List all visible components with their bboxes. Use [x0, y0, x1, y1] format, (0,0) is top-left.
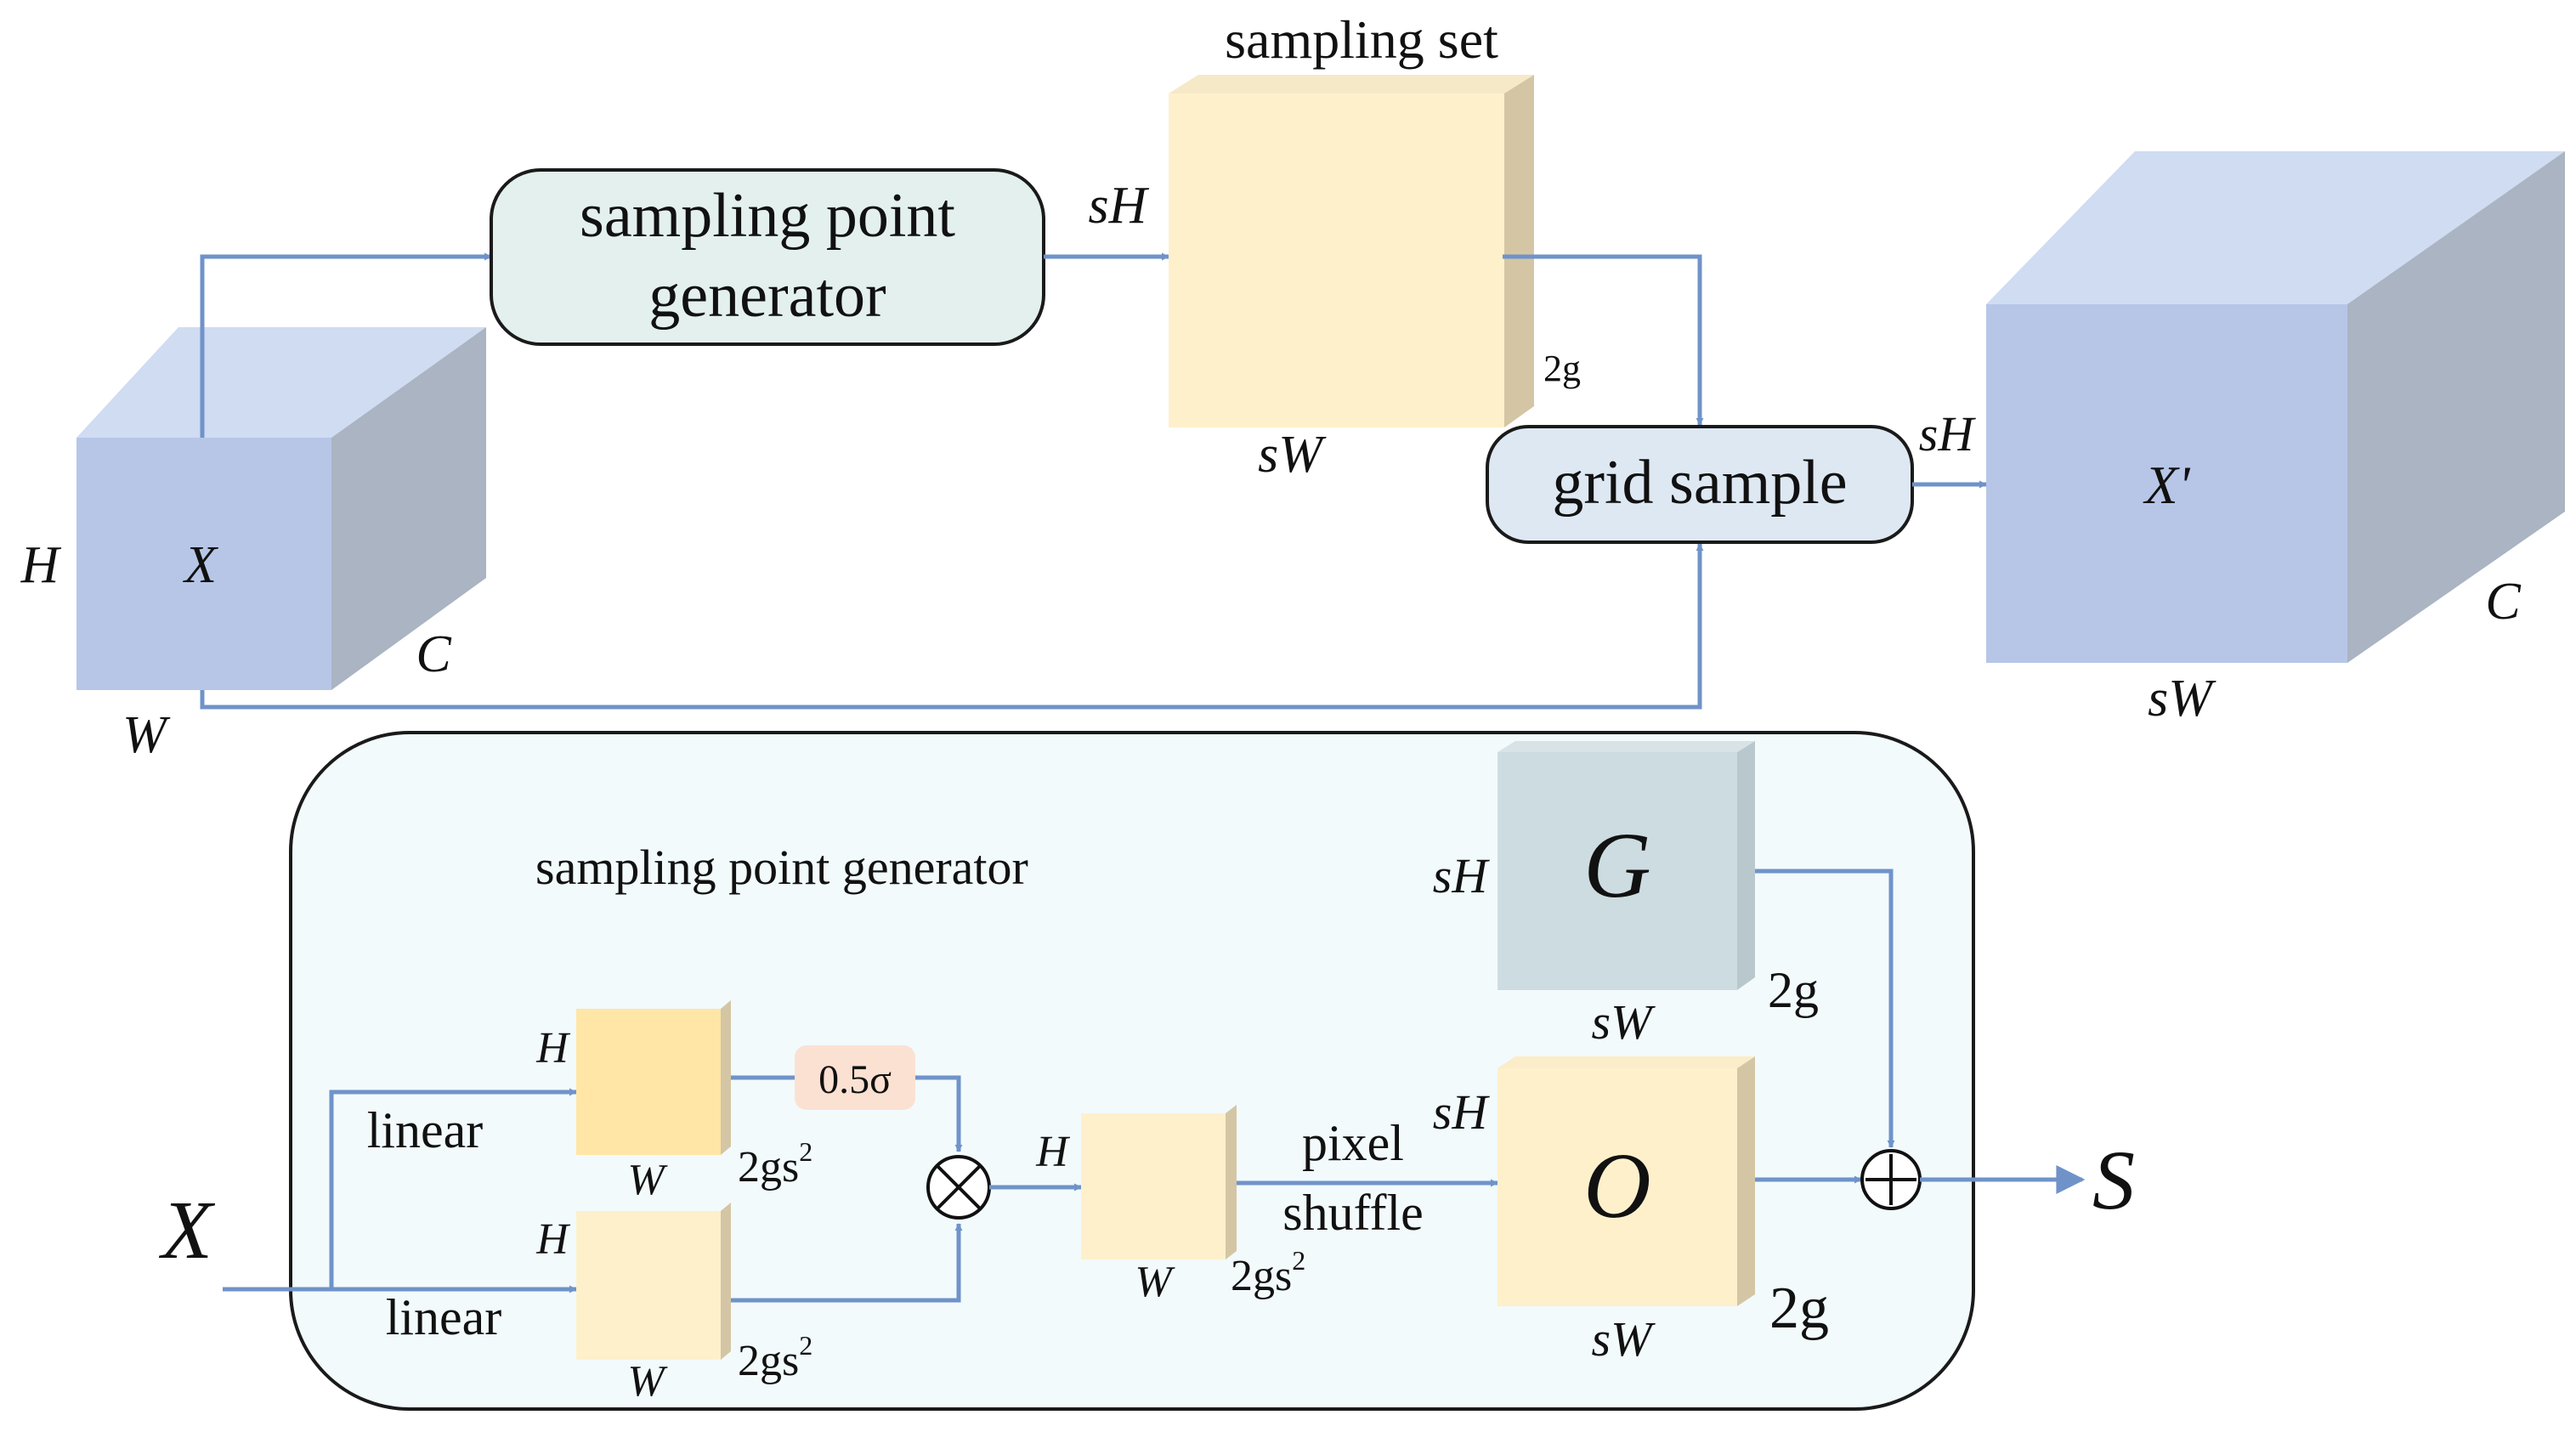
linear-bottom-label: linear — [386, 1289, 502, 1345]
o-block — [1497, 1056, 1755, 1306]
sigma-box — [795, 1045, 915, 1110]
arrow-block-b-to-multiply — [731, 1223, 963, 1303]
arrow-sigma-to-multiply — [915, 1075, 963, 1152]
generator-box-line1: sampling point — [580, 181, 955, 251]
sigma-label: 0.5σ — [818, 1057, 892, 1102]
pixel-shuffle-line1: pixel — [1302, 1115, 1404, 1171]
block-a — [576, 1000, 731, 1155]
multiply-cross-2 — [936, 1164, 982, 1210]
block-b-h-label: H — [535, 1215, 570, 1264]
g-h-label: sH — [1433, 848, 1491, 903]
sampling-set-c-label: 2g — [1543, 348, 1581, 389]
o-w-label: sW — [1592, 1311, 1656, 1367]
block-c — [1081, 1105, 1237, 1259]
g-c-label: 2g — [1768, 962, 1819, 1018]
block-b-c-label: 2gs2 — [738, 1330, 812, 1385]
o-c-label: 2g — [1769, 1276, 1829, 1341]
block-b-w-label: W — [627, 1357, 668, 1406]
block-c-c-label: 2gs2 — [1231, 1245, 1305, 1300]
sampling-set-title: sampling set — [1225, 9, 1498, 70]
g-label: G — [1583, 813, 1650, 917]
block-a-h-label: H — [535, 1024, 570, 1073]
o-h-label: sH — [1433, 1084, 1491, 1140]
output-label: X' — [2143, 455, 2191, 515]
g-block — [1497, 741, 1755, 990]
g-w-label: sW — [1592, 994, 1656, 1050]
pixel-shuffle-line2: shuffle — [1282, 1185, 1424, 1241]
generator-box-line2: generator — [648, 261, 886, 331]
generator-panel-title: sampling point generator — [535, 840, 1028, 895]
generator-output-label: S — [2092, 1133, 2135, 1227]
input-cube — [76, 327, 486, 690]
o-label: O — [1583, 1134, 1650, 1237]
input-w-label: W — [122, 706, 171, 764]
linear-top-label: linear — [367, 1102, 484, 1158]
block-c-w-label: W — [1135, 1258, 1175, 1306]
block-c-h-label: H — [1035, 1128, 1070, 1176]
sampling-set-block — [1169, 75, 1534, 427]
arrow-linear-top — [329, 1088, 577, 1289]
block-a-c-label: 2gs2 — [738, 1136, 812, 1191]
output-c-label: C — [2485, 573, 2521, 631]
input-h-label: H — [20, 536, 62, 594]
arrow-x-to-grid — [200, 543, 1704, 710]
generator-input-label: X — [158, 1185, 216, 1276]
grid-sample-h-label: sH — [1919, 406, 1977, 461]
block-a-w-label: W — [627, 1156, 668, 1204]
sampling-set-w-label: sW — [1258, 426, 1327, 484]
input-c-label: C — [416, 625, 451, 683]
input-label: X — [182, 536, 218, 594]
output-w-label: sW — [2148, 670, 2216, 727]
sampling-set-h-label: sH — [1089, 177, 1150, 235]
output-cube — [1986, 151, 2565, 663]
grid-sample-label: grid sample — [1552, 448, 1847, 518]
arrow-x-to-generator — [200, 252, 492, 438]
block-b — [576, 1203, 731, 1360]
arrow-g-to-add — [1755, 869, 1895, 1148]
arrow-sampling-set-to-grid — [1503, 254, 1704, 426]
